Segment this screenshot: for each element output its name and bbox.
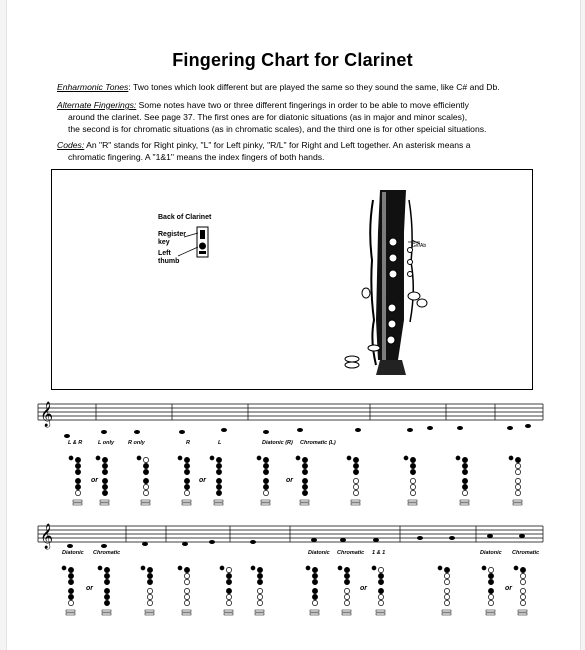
or-label: or [360, 585, 367, 592]
left-thumb-label: Left thumb [158, 250, 180, 265]
fingering-diagram [455, 455, 470, 506]
row2-label-diatonic: Diatonic [308, 550, 330, 556]
staff-1 [37, 403, 544, 421]
notes-row-1 [64, 424, 531, 438]
fingering-diagram [209, 455, 224, 506]
fingering-diagram [371, 565, 386, 616]
fingering-diagram [177, 565, 192, 616]
codes-definition: Codes: An "R" stands for Right pinky, "L… [57, 139, 537, 163]
fingering-diagram [403, 455, 418, 506]
row1-label-chromatic-l: Chromatic (L) [300, 440, 336, 446]
enharmonic-definition: Enharmonic Tones: Two tones which look d… [57, 81, 537, 93]
row1-label-r: R [186, 440, 190, 446]
fingering-diagram [437, 565, 452, 616]
fingering-row-1: 𝄞 [37, 401, 544, 506]
or-label: or [286, 477, 293, 484]
fingering-diagram [61, 565, 76, 616]
fingering-diagram [256, 455, 271, 506]
row1-label-l: L [218, 440, 222, 446]
fingering-diagram [250, 565, 265, 616]
row1-label-l-and-r: L & R [68, 440, 83, 446]
row2-label-chromatic: Chromatic [337, 550, 365, 556]
treble-clef-icon: 𝄞 [40, 401, 53, 427]
row2-label-diatonic: Diatonic [480, 550, 502, 556]
enharmonic-text: : Two tones which look different but are… [128, 82, 500, 92]
fingering-diagram [513, 565, 528, 616]
page-title: Fingering Chart for Clarinet [172, 50, 413, 70]
row2-label-chromatic: Chromatic [512, 550, 540, 556]
notes-row-2 [67, 534, 525, 548]
enharmonic-term: Enharmonic Tones [57, 82, 129, 92]
row1-label-l-only: L only [98, 440, 115, 446]
back-of-clarinet-label: Back of Clarinet [158, 214, 212, 221]
fingering-diagram [140, 565, 155, 616]
register-key-label: Register key [158, 231, 187, 246]
alternate-line-2: around the clarinet. See page 37. The fi… [68, 112, 468, 122]
clarinet-figure: Back of Clarinet Register key Left thumb [51, 169, 533, 390]
fingering-diagram [305, 565, 320, 616]
or-label: or [86, 585, 93, 592]
fingering-row-2: 𝄞 [37, 523, 544, 616]
row1-label-r-only: R only [128, 440, 145, 446]
codes-term: Codes: [57, 140, 85, 150]
fingering-diagram [481, 565, 496, 616]
or-label: or [505, 585, 512, 592]
row2-label-chromatic: Chromatic [93, 550, 121, 556]
or-label: or [199, 477, 206, 484]
fingering-diagram [97, 565, 112, 616]
fingering-diagram [346, 455, 361, 506]
back-of-clarinet-icon [177, 226, 209, 258]
alternate-term: Alternate Fingerings: [57, 100, 137, 110]
alternate-definition: Alternate Fingerings: Some notes have tw… [57, 99, 537, 135]
fingering-diagram [508, 455, 523, 506]
clarinet-diagram: G#/Ab [177, 190, 428, 375]
or-label: or [91, 477, 98, 484]
codes-line-2: chromatic fingering. A "1&1" means the i… [68, 152, 325, 162]
row1-label-diatonic-r: Diatonic (R) [262, 440, 293, 446]
clarinet-body-icon [344, 190, 428, 375]
alternate-line-1: Some notes have two or three different f… [136, 100, 469, 110]
alternate-line-3: the second is for chromatic situations (… [68, 124, 487, 134]
fingering-diagrams-row-2 [61, 565, 528, 616]
staff-2 [37, 525, 544, 543]
fingering-diagram [95, 455, 110, 506]
row2-label-diatonic: Diatonic [62, 550, 84, 556]
codes-line-1: An "R" stands for Right pinky, "L" for L… [84, 140, 471, 150]
fingering-diagram [68, 455, 83, 506]
fingering-diagram [136, 455, 151, 506]
fingering-diagram [177, 455, 192, 506]
fingering-diagram [295, 455, 310, 506]
fingering-diagram [219, 565, 234, 616]
treble-clef-icon: 𝄞 [40, 523, 53, 549]
key-label-g-sharp: G#/Ab [412, 243, 426, 249]
fingering-diagram [337, 565, 352, 616]
fingering-diagrams-row-1 [68, 455, 523, 506]
row2-label-1-and-1: 1 & 1 [372, 550, 386, 556]
